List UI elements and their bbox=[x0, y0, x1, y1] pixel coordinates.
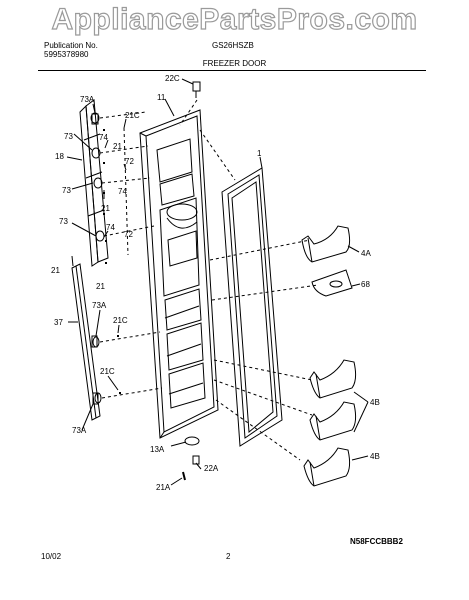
leader-lines bbox=[66, 78, 369, 486]
callout-21c-low: 21C bbox=[100, 367, 115, 376]
door-bin-68 bbox=[311, 269, 353, 297]
hinge-73a-mid bbox=[91, 335, 98, 348]
callout-13a: 13A bbox=[150, 445, 165, 454]
header-rule bbox=[38, 70, 426, 71]
model-number: GS26HSZB bbox=[212, 41, 254, 50]
section-title: FREEZER DOOR bbox=[202, 59, 267, 68]
door-gasket bbox=[221, 167, 283, 447]
door-handle bbox=[79, 99, 109, 267]
callout-21-a: 21 bbox=[113, 142, 122, 151]
part-22c bbox=[192, 81, 201, 98]
callout-73-b: 73 bbox=[62, 186, 71, 195]
callout-21c-top: 21C bbox=[125, 111, 140, 120]
callout-21c-mid: 21C bbox=[113, 316, 128, 325]
hinge-73a-low bbox=[92, 392, 99, 405]
callout-74-c: 74 bbox=[106, 223, 115, 232]
door-bin-4a bbox=[301, 225, 351, 263]
footer-date: 10/02 bbox=[41, 552, 62, 561]
callout-21-c: 21 bbox=[51, 266, 60, 275]
callout-73a-low: 73A bbox=[72, 426, 87, 435]
callout-22a: 22A bbox=[204, 464, 219, 473]
callout-21-b: 21 bbox=[101, 204, 110, 213]
page-number: 2 bbox=[226, 552, 231, 561]
callout-72-a: 72 bbox=[125, 157, 134, 166]
callout-68: 68 bbox=[361, 280, 370, 289]
callout-21a: 21A bbox=[156, 483, 171, 492]
publication-label: Publication No. bbox=[44, 41, 98, 50]
callout-1: 1 bbox=[257, 149, 262, 158]
callout-18: 18 bbox=[55, 152, 64, 161]
callout-4b-b: 4B bbox=[370, 452, 380, 461]
hinge-73a-top bbox=[91, 113, 99, 125]
callout-72-b: 72 bbox=[124, 230, 133, 239]
callout-21-d: 21 bbox=[96, 282, 105, 291]
callout-11: 11 bbox=[157, 93, 166, 102]
callout-22c: 22C bbox=[165, 74, 180, 83]
door-bin-4b-3 bbox=[303, 447, 351, 487]
watermark: AppliancePartsPros.com bbox=[51, 2, 418, 36]
callout-73-c: 73 bbox=[59, 217, 68, 226]
callout-74-a: 74 bbox=[99, 133, 108, 142]
callout-73a-top: 73A bbox=[80, 95, 95, 104]
callout-4b-a: 4B bbox=[370, 398, 380, 407]
callout-4a: 4A bbox=[361, 249, 371, 258]
publication-number: 5995378980 bbox=[44, 50, 89, 59]
door-bin-4b-1 bbox=[309, 359, 357, 399]
part-13a bbox=[184, 436, 200, 446]
drawing-code: N58FCCBBB2 bbox=[350, 537, 403, 546]
handle-screws bbox=[90, 112, 121, 404]
callout-74-b: 74 bbox=[118, 187, 127, 196]
alignment-lines bbox=[99, 99, 319, 461]
callout-73-a: 73 bbox=[64, 132, 73, 141]
door-bin-4b-2 bbox=[309, 401, 357, 441]
door-panel bbox=[139, 109, 219, 439]
part-21a bbox=[182, 471, 186, 481]
part-22a bbox=[192, 455, 200, 465]
callout-73a-mid: 73A bbox=[92, 301, 107, 310]
callout-37: 37 bbox=[54, 318, 63, 327]
